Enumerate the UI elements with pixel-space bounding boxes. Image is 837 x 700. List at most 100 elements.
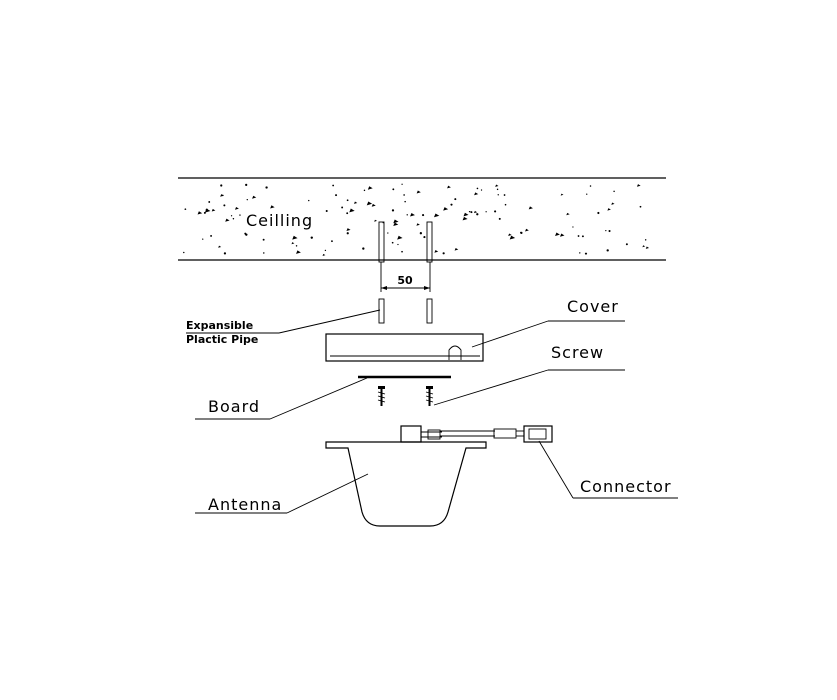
concrete-speckle	[584, 252, 588, 255]
concrete-speckle	[474, 192, 479, 196]
concrete-speckle	[202, 238, 204, 240]
concrete-speckle	[476, 187, 479, 190]
concrete-speckle	[560, 233, 565, 237]
concrete-speckle	[374, 219, 378, 222]
screws	[377, 369, 625, 406]
concrete-speckle	[597, 211, 600, 215]
concrete-speckle	[183, 251, 185, 254]
concrete-speckle	[607, 208, 611, 211]
concrete-speckle	[397, 243, 399, 246]
concrete-speckle	[608, 229, 611, 233]
concrete-speckle	[560, 193, 564, 196]
concrete-speckle	[410, 213, 415, 217]
cover	[325, 320, 625, 362]
ceiling-label: Ceilling	[246, 211, 313, 230]
concrete-speckle	[401, 183, 403, 185]
concrete-speckle	[184, 208, 187, 211]
dimension-50: 50	[380, 262, 431, 292]
concrete-speckle	[296, 250, 301, 254]
concrete-speckle	[234, 206, 239, 210]
concrete-speckle	[232, 218, 235, 220]
concrete-speckle	[454, 198, 457, 201]
concrete-speckle	[393, 222, 399, 227]
concrete-speckle	[239, 214, 241, 216]
concrete-speckle	[462, 216, 468, 221]
concrete-speckle	[485, 211, 487, 213]
concrete-speckle	[210, 234, 213, 237]
concrete-speckle	[525, 228, 529, 232]
concrete-speckle	[397, 235, 403, 240]
concrete-speckle	[346, 232, 349, 235]
concrete-speckle	[403, 194, 405, 196]
concrete-speckle	[391, 209, 395, 212]
concrete-speckle	[422, 214, 425, 217]
screw-left	[377, 386, 386, 406]
concrete-speckle	[401, 250, 403, 253]
concrete-speckle	[211, 208, 216, 212]
concrete-speckle	[322, 253, 326, 256]
concrete-speckle	[246, 199, 248, 201]
concrete-speckle	[362, 247, 365, 250]
concrete-speckle	[642, 245, 646, 248]
concrete-speckle	[645, 246, 650, 249]
concrete-speckle	[468, 210, 471, 213]
concrete-speckle	[470, 211, 473, 214]
concrete-speckle	[387, 232, 389, 234]
concrete-speckle	[605, 229, 607, 232]
concrete-speckle	[263, 252, 265, 254]
concrete-speckle	[324, 249, 327, 252]
concrete-speckle	[434, 250, 439, 253]
concrete-speckle	[349, 208, 355, 213]
concrete-speckle	[494, 210, 497, 213]
ceiling-concrete-texture	[183, 183, 650, 256]
concrete-speckle	[497, 194, 499, 196]
concrete-speckle	[423, 236, 426, 239]
antenna	[195, 441, 487, 527]
concrete-speckle	[331, 240, 333, 243]
concrete-speckle	[480, 189, 483, 191]
concrete-speckle	[245, 183, 248, 187]
concrete-speckle	[442, 252, 445, 255]
concrete-speckle	[433, 213, 440, 218]
concrete-speckle	[393, 219, 399, 224]
screw-label: Screw	[551, 343, 604, 362]
concrete-speckle	[577, 235, 580, 237]
concrete-speckle	[463, 212, 469, 217]
concrete-speckle	[346, 212, 349, 215]
concrete-speckle	[579, 252, 581, 254]
concrete-speckle	[295, 245, 298, 247]
concrete-speckle	[346, 228, 351, 232]
concrete-speckle	[606, 249, 609, 252]
concrete-speckle	[450, 203, 453, 206]
concrete-speckle	[476, 213, 479, 216]
concrete-speckle	[223, 252, 227, 255]
concrete-speckle	[262, 238, 265, 241]
concrete-speckle	[528, 206, 533, 210]
ceiling-slab	[178, 177, 666, 261]
concrete-speckle	[503, 194, 506, 196]
concrete-speckle	[208, 201, 211, 203]
concrete-speckle	[291, 242, 295, 245]
concrete-speckle	[346, 199, 349, 202]
concrete-speckle	[220, 194, 224, 197]
concrete-speckle	[292, 235, 298, 240]
dimension-label: 50	[397, 274, 413, 287]
concrete-speckle	[504, 203, 507, 206]
concrete-speckle	[447, 185, 451, 189]
concrete-speckle	[391, 241, 394, 244]
concrete-speckle	[416, 190, 421, 194]
concrete-speckle	[589, 185, 592, 187]
concrete-speckle	[265, 186, 268, 189]
concrete-speckle	[204, 208, 211, 213]
concrete-speckle	[392, 188, 395, 191]
concrete-speckle	[639, 205, 642, 208]
concrete-speckle	[566, 212, 570, 216]
concrete-speckle	[509, 235, 516, 240]
concrete-speckle	[223, 204, 226, 207]
concrete-speckle	[644, 239, 647, 241]
concrete-speckle	[443, 207, 449, 211]
concrete-speckle	[498, 217, 501, 220]
concrete-speckle	[230, 215, 233, 217]
concrete-speckle	[371, 203, 376, 207]
concrete-speckle	[335, 194, 338, 197]
